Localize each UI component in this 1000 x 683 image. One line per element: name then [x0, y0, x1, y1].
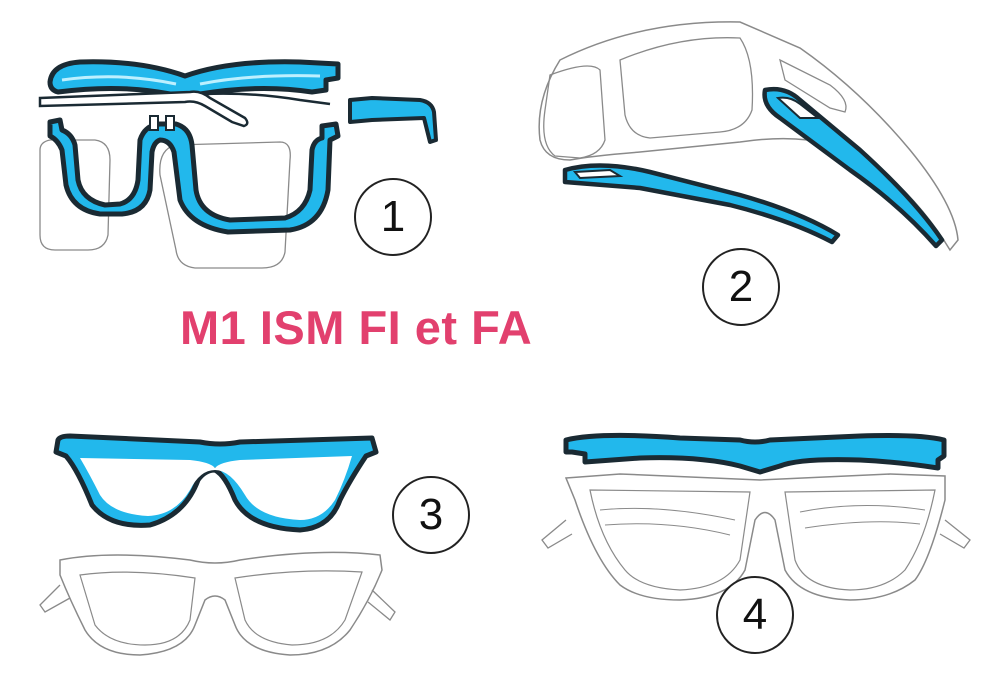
sketch-3-cat-eye: [39, 433, 396, 656]
sketch-4-temple-left: [541, 519, 573, 549]
sketch-2-upper-slot: [779, 58, 847, 113]
figure-2-number-badge: 2: [702, 248, 780, 326]
sketch-4-blue-brow: [563, 432, 947, 475]
poster-title: M1 ISM FI et FA: [180, 301, 533, 354]
sketch-1-exploded-glasses: [38, 59, 438, 269]
sketch-2-goggle-side: [538, 21, 959, 252]
sketch-2-blue-temple-slot: [775, 96, 821, 119]
sketch-1-thin-strip-right: [204, 92, 331, 106]
sketch-4-temple-right: [939, 519, 971, 549]
figure-1-number-badge: 1: [354, 178, 432, 256]
sketch-2-lower-strip-slot: [572, 168, 624, 180]
sketch-3-pencil-lenses: [79, 570, 363, 646]
sketch-1-lower-rim: [47, 117, 341, 235]
sketch-3-temple-right: [367, 589, 396, 621]
sketch-4-lens-reflections: [599, 504, 926, 536]
sketch-1-brow-highlight: [61, 74, 321, 86]
sketch-3-temple-left: [39, 584, 71, 613]
sketch-1-temple-arm: [348, 96, 438, 144]
sketch-4-pencil-frame: [564, 473, 946, 601]
sketch-1-nose-pad-left: [149, 115, 159, 131]
sketch-1-right-lens: [159, 141, 291, 269]
sketch-1-thin-strip-top: [38, 90, 249, 128]
sketch-2-lower-strip: [562, 163, 841, 245]
sketch-2-blue-temple: [762, 86, 945, 249]
sketch-2-lens-front: [543, 65, 606, 159]
sketch-3-pencil-frame: [59, 551, 383, 656]
sketch-1-left-lens: [39, 139, 111, 251]
figure-3-number-badge: 3: [392, 476, 470, 554]
sketch-4-browline: [541, 432, 971, 601]
sketch-1-brow-bar: [47, 59, 341, 100]
sketch-4-pencil-lenses: [589, 489, 936, 591]
sketch-3-blue-inner: [80, 456, 352, 520]
sketch-2-lens-main: [619, 37, 754, 139]
figure-4-number-badge: 4: [716, 576, 794, 654]
sketch-1-nose-pad-right: [165, 115, 175, 131]
